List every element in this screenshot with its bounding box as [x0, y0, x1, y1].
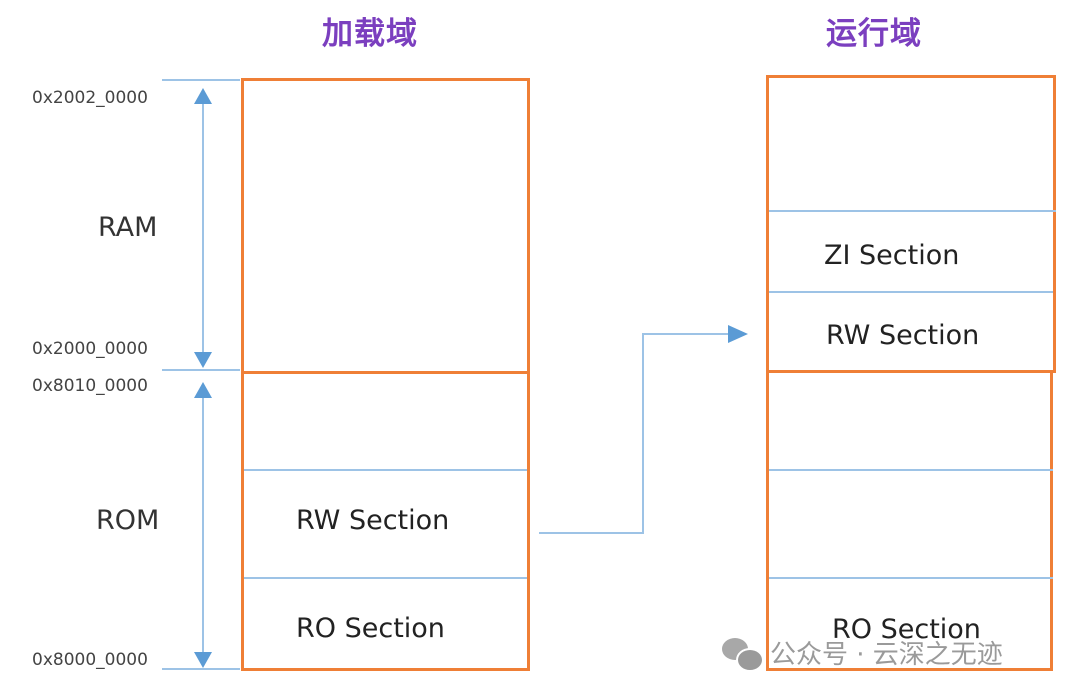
ram-arrow-up-icon	[194, 88, 212, 104]
ram-label: RAM	[98, 212, 158, 243]
exec-ram-divider-1	[769, 210, 1056, 212]
watermark: 公众号 · 云深之无迹	[722, 634, 1003, 672]
wechat-icon	[722, 636, 764, 672]
rom-label: ROM	[96, 505, 160, 536]
load-rom-divider-1	[244, 469, 527, 471]
exec-rom-divider-2	[769, 577, 1053, 579]
load-ram-box	[241, 78, 530, 374]
exec-ram-box	[766, 75, 1056, 373]
exec-rw-section-label: RW Section	[826, 320, 980, 351]
load-rom-divider-2	[244, 577, 527, 579]
exec-ro-section-label: RO Section	[832, 614, 981, 645]
exec-rom-divider-1	[769, 469, 1053, 471]
rw-copy-arrow-icon	[728, 325, 748, 343]
address-rom-bottom: 0x8000_0000	[32, 650, 148, 670]
address-ram-bottom: 0x2000_0000	[32, 339, 148, 359]
rw-copy-connector	[539, 333, 730, 534]
exec-ram-divider-2	[769, 291, 1053, 293]
rom-arrow-up-icon	[194, 382, 212, 398]
address-ram-top: 0x2002_0000	[32, 88, 148, 108]
rom-arrow-down-icon	[194, 652, 212, 668]
load-rw-section-label: RW Section	[296, 505, 450, 536]
address-rom-top: 0x8010_0000	[32, 376, 148, 396]
watermark-text: 公众号 · 云深之无迹	[770, 640, 1003, 670]
exec-region-title: 运行域	[826, 16, 922, 52]
exec-zi-section-label: ZI Section	[824, 240, 960, 271]
load-region-title: 加载域	[322, 16, 418, 52]
ram-arrow-down-icon	[194, 352, 212, 368]
load-rom-box	[241, 371, 530, 671]
load-ro-section-label: RO Section	[296, 613, 445, 644]
exec-rom-box	[766, 370, 1053, 671]
